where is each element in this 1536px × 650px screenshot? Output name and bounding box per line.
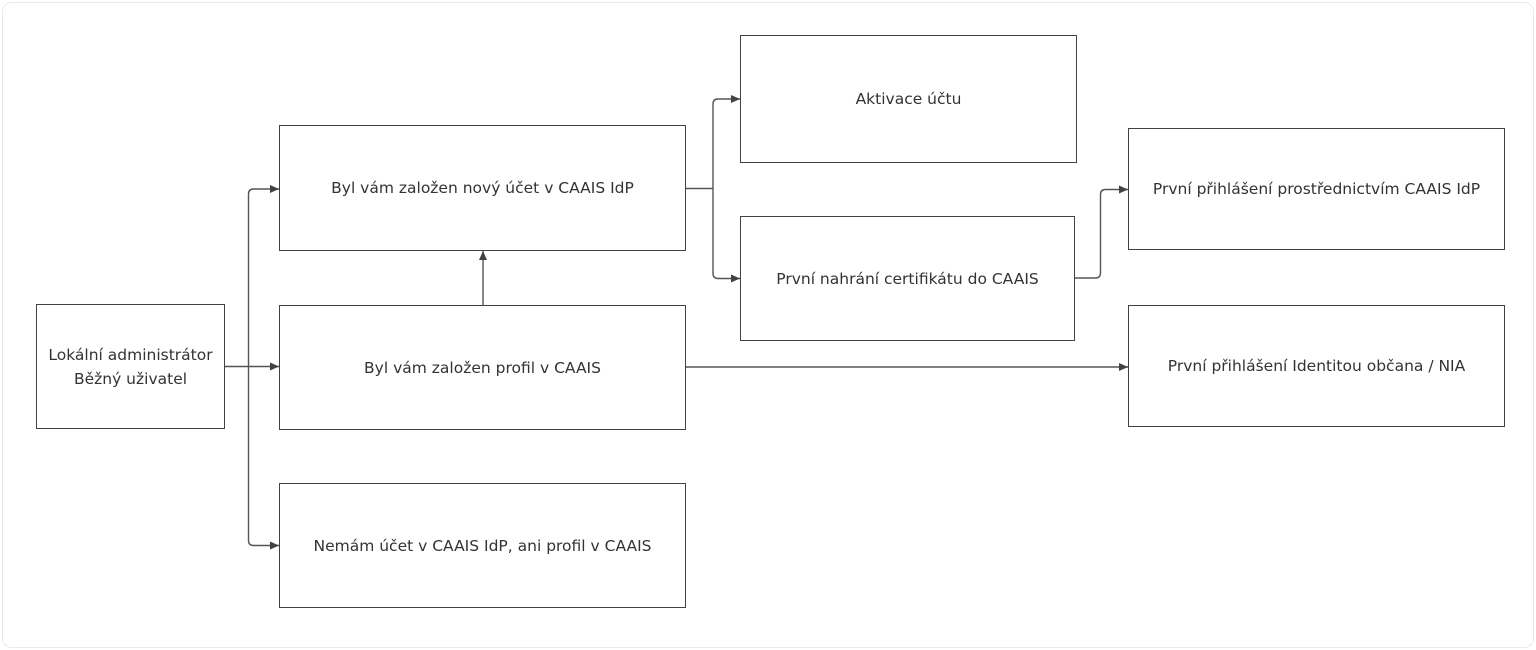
- edge-new-account-to-certificate: [712, 188, 740, 283]
- node-actor: Lokální administrátor Běžný uživatel: [36, 304, 225, 429]
- node-activation-label: Aktivace účtu: [855, 90, 962, 108]
- node-login-nia-label: První přihlášení Identitou občana / NIA: [1167, 357, 1466, 375]
- node-login-idp-label: První přihlášení prostřednictvím CAAIS I…: [1152, 180, 1481, 198]
- edge-actor-to-new-account: [247, 185, 279, 367]
- node-actor-line1: Lokální administrátor: [48, 345, 213, 364]
- node-no-account: Nemám účet v CAAIS IdP, ani profil v CAA…: [279, 483, 686, 608]
- node-activation: Aktivace účtu: [740, 35, 1077, 163]
- node-login-nia: První přihlášení Identitou občana / NIA: [1128, 305, 1505, 427]
- node-actor-line2: Běžný uživatel: [73, 369, 188, 388]
- node-certificate: První nahrání certifikátu do CAAIS: [740, 216, 1075, 341]
- node-profile: Byl vám založen profil v CAAIS: [279, 305, 686, 430]
- node-new-account: Byl vám založen nový účet v CAAIS IdP: [279, 125, 686, 251]
- node-login-idp: První přihlášení prostřednictvím CAAIS I…: [1128, 128, 1505, 250]
- edge-new-account-to-activation: [712, 95, 740, 189]
- node-certificate-label: První nahrání certifikátu do CAAIS: [776, 269, 1039, 288]
- edge-certificate-to-login-idp: [1075, 185, 1128, 279]
- node-no-account-label: Nemám účet v CAAIS IdP, ani profil v CAA…: [313, 536, 652, 555]
- edge-actor-to-no-account: [247, 366, 279, 550]
- node-profile-label: Byl vám založen profil v CAAIS: [364, 358, 601, 377]
- node-new-account-label: Byl vám založen nový účet v CAAIS IdP: [331, 179, 634, 197]
